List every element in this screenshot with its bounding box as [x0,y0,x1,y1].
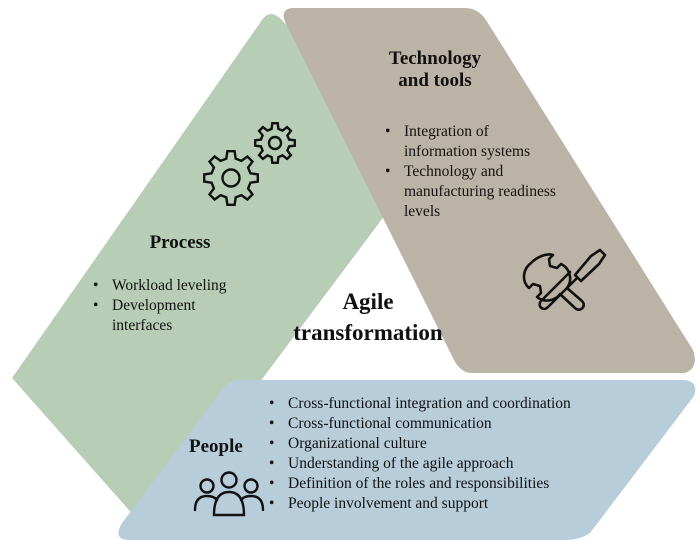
technology-item: Integration of information systems [382,122,622,162]
technology-item-line: Technology and [404,163,504,180]
screwdriver-icon [538,248,607,311]
center-label-line2: transformation [293,320,443,345]
technology-title-line2: and tools [398,70,472,91]
technology-item-line: levels [404,203,441,220]
wrench-screwdriver-icon [522,248,607,311]
people-item: Organizational culture [266,434,686,454]
gear-large-icon [203,150,259,206]
people-item: Understanding of the agile approach [266,454,686,474]
process-item-line: Workload leveling [112,277,227,294]
process-panel [12,14,415,524]
people-item: Definition of the roles and responsibili… [266,474,686,494]
people-item: People involvement and support [266,494,686,514]
technology-item-line: manufacturing readiness [404,183,556,200]
technology-item-line: Integration of [404,123,489,140]
people-title: People [189,436,243,457]
center-label: Agile transformation [268,286,468,348]
people-group-icon [193,471,265,517]
center-label-line1: Agile [342,289,394,314]
process-item-line: interfaces [112,317,173,334]
people-item: Cross-functional communication [266,414,686,434]
process-item-line: Development [112,297,196,314]
technology-item: Technology and manufacturing readiness l… [382,162,622,222]
process-title: Process [149,232,211,253]
gears-icon [203,122,296,206]
process-list: Workload leveling Development interfaces [90,276,280,336]
wrench-icon [522,253,585,311]
technology-title-line1: Technology [388,48,482,69]
people-list: Cross-functional integration and coordin… [266,394,686,514]
process-item: Workload leveling [90,276,280,296]
gear-small-icon [254,122,296,164]
technology-item-line: information systems [404,143,531,160]
technology-title: Technology and tools [360,48,510,92]
technology-list: Integration of information systems Techn… [382,122,622,222]
process-item: Development interfaces [90,296,280,336]
people-item: Cross-functional integration and coordin… [266,394,686,414]
